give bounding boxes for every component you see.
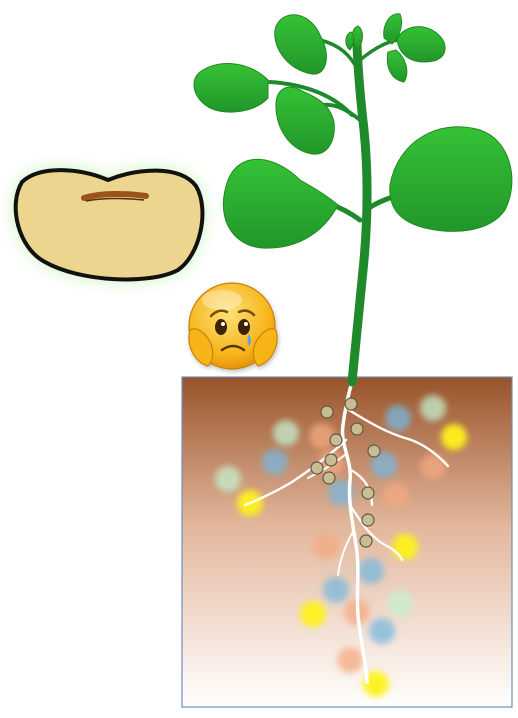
root-nodule bbox=[362, 487, 374, 499]
nutrient-dot bbox=[383, 482, 409, 508]
nutrient-dot bbox=[215, 466, 241, 492]
nutrient-dot bbox=[337, 647, 363, 673]
leaf bbox=[194, 64, 268, 112]
leaf-bud bbox=[346, 32, 354, 50]
nutrient-dot bbox=[387, 590, 413, 616]
bean-seed bbox=[16, 170, 203, 279]
seed-body bbox=[16, 170, 203, 279]
root-nodule bbox=[362, 514, 374, 526]
root-nodule bbox=[323, 472, 335, 484]
nutrient-dot bbox=[420, 395, 446, 421]
nutrient-dot bbox=[420, 454, 446, 480]
nutrient-dot bbox=[369, 618, 395, 644]
emoji-eye-right bbox=[238, 319, 250, 335]
nutrient-dot bbox=[313, 533, 339, 559]
root-nodule bbox=[368, 445, 380, 457]
soil-box bbox=[182, 377, 512, 707]
nutrient-dot bbox=[300, 601, 326, 627]
root-nodule bbox=[311, 462, 323, 474]
nutrient-dot bbox=[323, 577, 349, 603]
root-nodule bbox=[325, 454, 337, 466]
root-nodule bbox=[345, 398, 357, 410]
nutrient-dot bbox=[262, 449, 288, 475]
nutrient-dot bbox=[385, 405, 411, 431]
nutrient-dot bbox=[358, 558, 384, 584]
nutrient-dot bbox=[273, 420, 299, 446]
root-nodule bbox=[330, 434, 342, 446]
leaf bbox=[275, 15, 327, 74]
emoji-eye-left bbox=[215, 319, 227, 335]
worried-emoji bbox=[189, 283, 277, 369]
root-nodule bbox=[321, 406, 333, 418]
root-nodule bbox=[351, 423, 363, 435]
leaf bbox=[397, 27, 445, 62]
leaf bbox=[390, 127, 512, 232]
nutrient-dot bbox=[392, 534, 418, 560]
nutrient-dot bbox=[441, 424, 467, 450]
root-nodule bbox=[360, 535, 372, 547]
leaf bbox=[223, 159, 338, 248]
